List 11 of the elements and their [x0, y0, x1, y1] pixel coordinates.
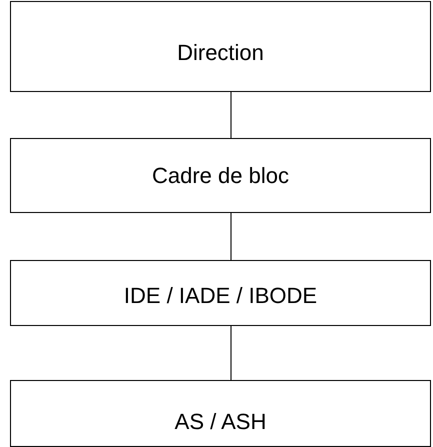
box-label: Cadre de bloc	[152, 163, 289, 190]
process-box	[10, 380, 431, 447]
box-label: AS / ASH	[174, 409, 266, 436]
process-box	[10, 1, 431, 92]
process-box	[10, 138, 431, 213]
box-label: Direction	[177, 40, 264, 67]
connector-line	[230, 92, 232, 138]
connector-line	[230, 326, 232, 380]
box-label: IDE / IADE / IBODE	[124, 283, 318, 310]
process-box	[10, 260, 431, 326]
connector-line	[230, 212, 232, 260]
